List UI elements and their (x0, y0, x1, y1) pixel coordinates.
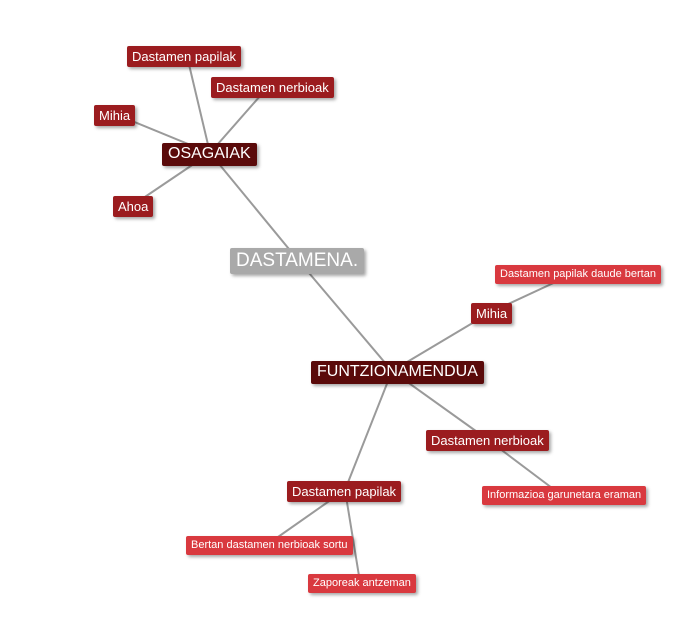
link-root-osagaiak (209, 152, 299, 261)
funtz-nerbioak-note[interactable]: Informazioa garunetara eraman (482, 486, 647, 505)
link-osagaiak-papilak (186, 55, 211, 154)
link-root-funtzionamendua (297, 259, 393, 372)
topic-funtzionamendua[interactable]: FUNTZIONAMENDUA (311, 361, 484, 384)
funtz-papilak-note2[interactable]: Zaporeak antzeman (308, 574, 416, 593)
topic-osagaiak[interactable]: OSAGAIAK (162, 143, 257, 166)
funtz-papilak-note1[interactable]: Bertan dastamen nerbioak sortu (186, 536, 353, 555)
funtz-dastamen-nerbioak[interactable]: Dastamen nerbioak (426, 430, 549, 451)
root-topic[interactable]: DASTAMENA. (230, 248, 365, 274)
link-funtz-papilak (344, 370, 393, 491)
link-osagaiak-nerbioak (209, 86, 269, 154)
funtz-mihia-note[interactable]: Dastamen papilak daude bertan (495, 265, 661, 284)
funtz-dastamen-papilak[interactable]: Dastamen papilak (287, 481, 402, 502)
osagaiak-ahoa[interactable]: Ahoa (113, 196, 154, 217)
osagaiak-dastamen-nerbioak[interactable]: Dastamen nerbioak (211, 77, 334, 98)
osagaiak-dastamen-papilak[interactable]: Dastamen papilak (127, 46, 242, 67)
osagaiak-mihia[interactable]: Mihia (94, 105, 136, 126)
funtz-mihia[interactable]: Mihia (471, 303, 513, 324)
